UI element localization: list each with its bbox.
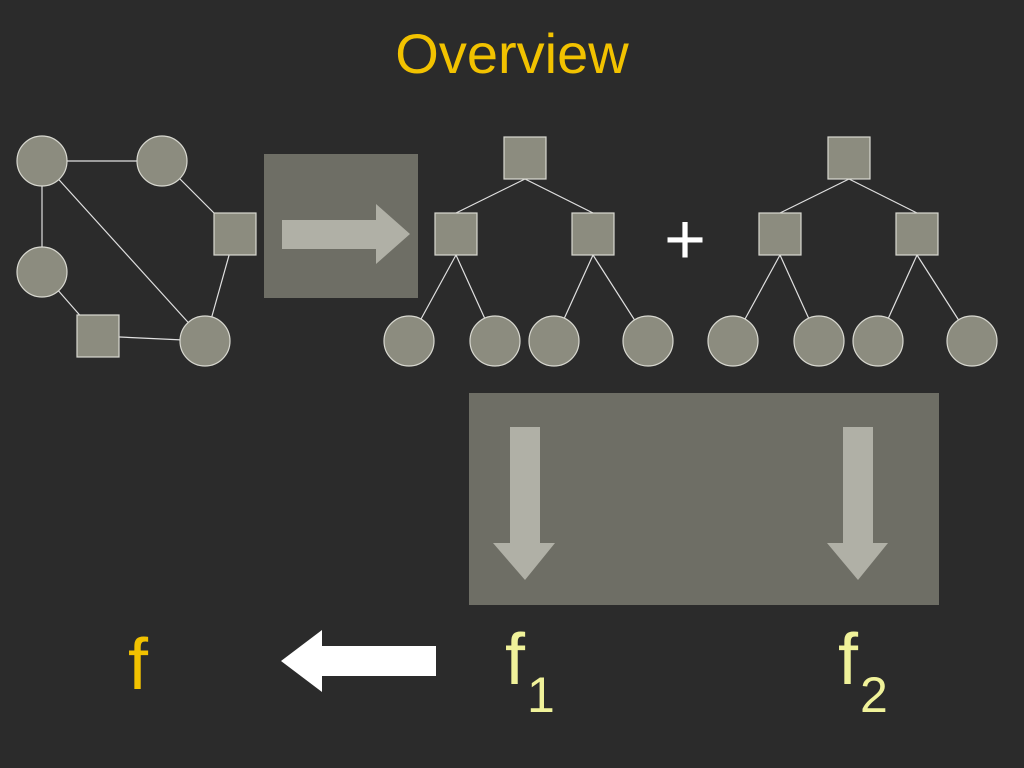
tree-leaf-circle <box>707 315 759 367</box>
tree-node-square <box>827 136 871 180</box>
graph-node-square <box>213 212 257 256</box>
plus-operator: + <box>664 200 707 280</box>
tree-edge <box>455 178 526 214</box>
source-graph-nodes <box>16 135 257 367</box>
left-arrow-icon <box>281 630 436 692</box>
graph-node-square <box>76 314 120 358</box>
graph-edge <box>41 160 206 342</box>
graph-node-circle <box>16 246 68 298</box>
function-2-label: f2 <box>838 620 888 723</box>
right-arrow-icon <box>282 204 410 264</box>
tree-node-square <box>758 212 802 256</box>
tree-leaf-circle <box>469 315 521 367</box>
tree-leaf-circle <box>383 315 435 367</box>
tree-1 <box>383 136 674 367</box>
function-2-subscript: 2 <box>860 667 888 723</box>
tree-node-square <box>503 136 547 180</box>
tree-node-square <box>434 212 478 256</box>
tree-edge <box>779 178 850 214</box>
combined-function-label: f <box>128 625 149 705</box>
down-arrow-icon <box>493 427 555 580</box>
tree-leaf-circle <box>946 315 998 367</box>
tree-leaf-circle <box>852 315 904 367</box>
tree-2 <box>707 136 998 367</box>
slide-title: Overview <box>395 22 629 85</box>
function-2-base: f <box>838 620 859 700</box>
function-1-label: f1 <box>505 620 555 723</box>
tree-node-square <box>895 212 939 256</box>
tree-edge <box>848 178 918 214</box>
tree-leaf-circle <box>793 315 845 367</box>
tree-node-square <box>571 212 615 256</box>
graph-node-circle <box>136 135 188 187</box>
graph-node-circle <box>179 315 231 367</box>
tree-leaf-circle <box>528 315 580 367</box>
tree-leaf-circle <box>622 315 674 367</box>
graph-node-circle <box>16 135 68 187</box>
down-arrow-icon <box>827 427 888 580</box>
function-1-base: f <box>505 620 526 700</box>
tree-edge <box>524 178 594 214</box>
source-graph <box>41 160 236 342</box>
function-1-subscript: 1 <box>527 667 555 723</box>
